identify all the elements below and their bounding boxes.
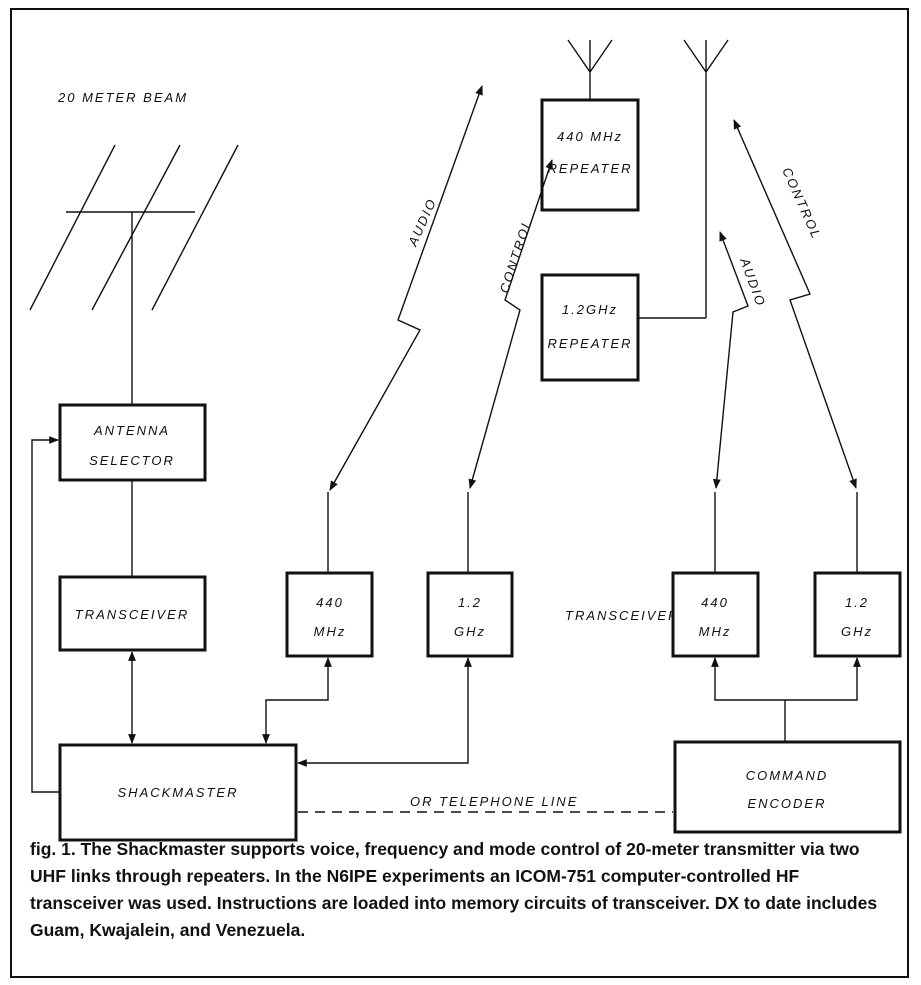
repeater-440-label-1: 440 MHz [557,129,623,144]
radio-12-left-label-2: GHz [454,624,486,639]
radio-12-right-label-2: GHz [841,624,873,639]
radio-440-right-label-1: 440 [701,595,729,610]
command-encoder-label-2: ENCODER [747,796,826,811]
command-encoder-label-1: COMMAND [746,768,829,783]
link-audio-left [329,85,483,491]
radio-440-left-box [285,571,374,658]
command-encoder-box [673,740,902,834]
antenna-440-icon [567,39,613,100]
transceiver-label: TRANSCEIVER [75,607,189,622]
link-control-left [468,159,553,489]
repeater-12-label-1: 1.2GHz [562,302,618,317]
antenna-selector-label-2: SELECTOR [89,453,175,468]
antenna-selector-label-1: ANTENNA [93,423,170,438]
link-control-right [733,119,857,489]
link-audio-right-label: AUDIO [737,255,769,309]
radio-440-right-label-2: MHz [699,624,732,639]
radio-12-left-box [426,571,514,658]
radio-440-right-box [671,571,760,658]
link-control-right-label: CONTROL [779,165,824,242]
transceiver-box [58,575,207,652]
radio-440-left-label-1: 440 [316,595,344,610]
antenna-12-icon [638,39,729,319]
figure-frame [10,8,909,978]
repeater-12-box [540,273,640,382]
shackmaster-label: SHACKMASTER [118,785,239,800]
figure-caption: fig. 1. The Shackmaster supports voice, … [30,839,878,940]
beam-label: 20 METER BEAM [57,90,188,105]
transceivers-label: TRANSCEIVERS [565,608,690,623]
shackmaster-box [58,743,298,842]
link-control-left-label: CONTROL [497,217,535,295]
radio-12-left-label-1: 1.2 [458,595,482,610]
repeater-440-label-2: REPEATER [547,161,632,176]
beam-antenna-icon [29,144,239,311]
radio-12-right-box [813,571,902,658]
link-audio-left-label: AUDIO [405,195,440,249]
repeater-440-box [540,98,640,212]
repeater-12-label-2: REPEATER [547,336,632,351]
radio-440-left-label-2: MHz [314,624,347,639]
antenna-selector-box [58,403,207,482]
radio-12-right-label-1: 1.2 [845,595,869,610]
telephone-line-label: OR TELEPHONE LINE [410,794,578,809]
